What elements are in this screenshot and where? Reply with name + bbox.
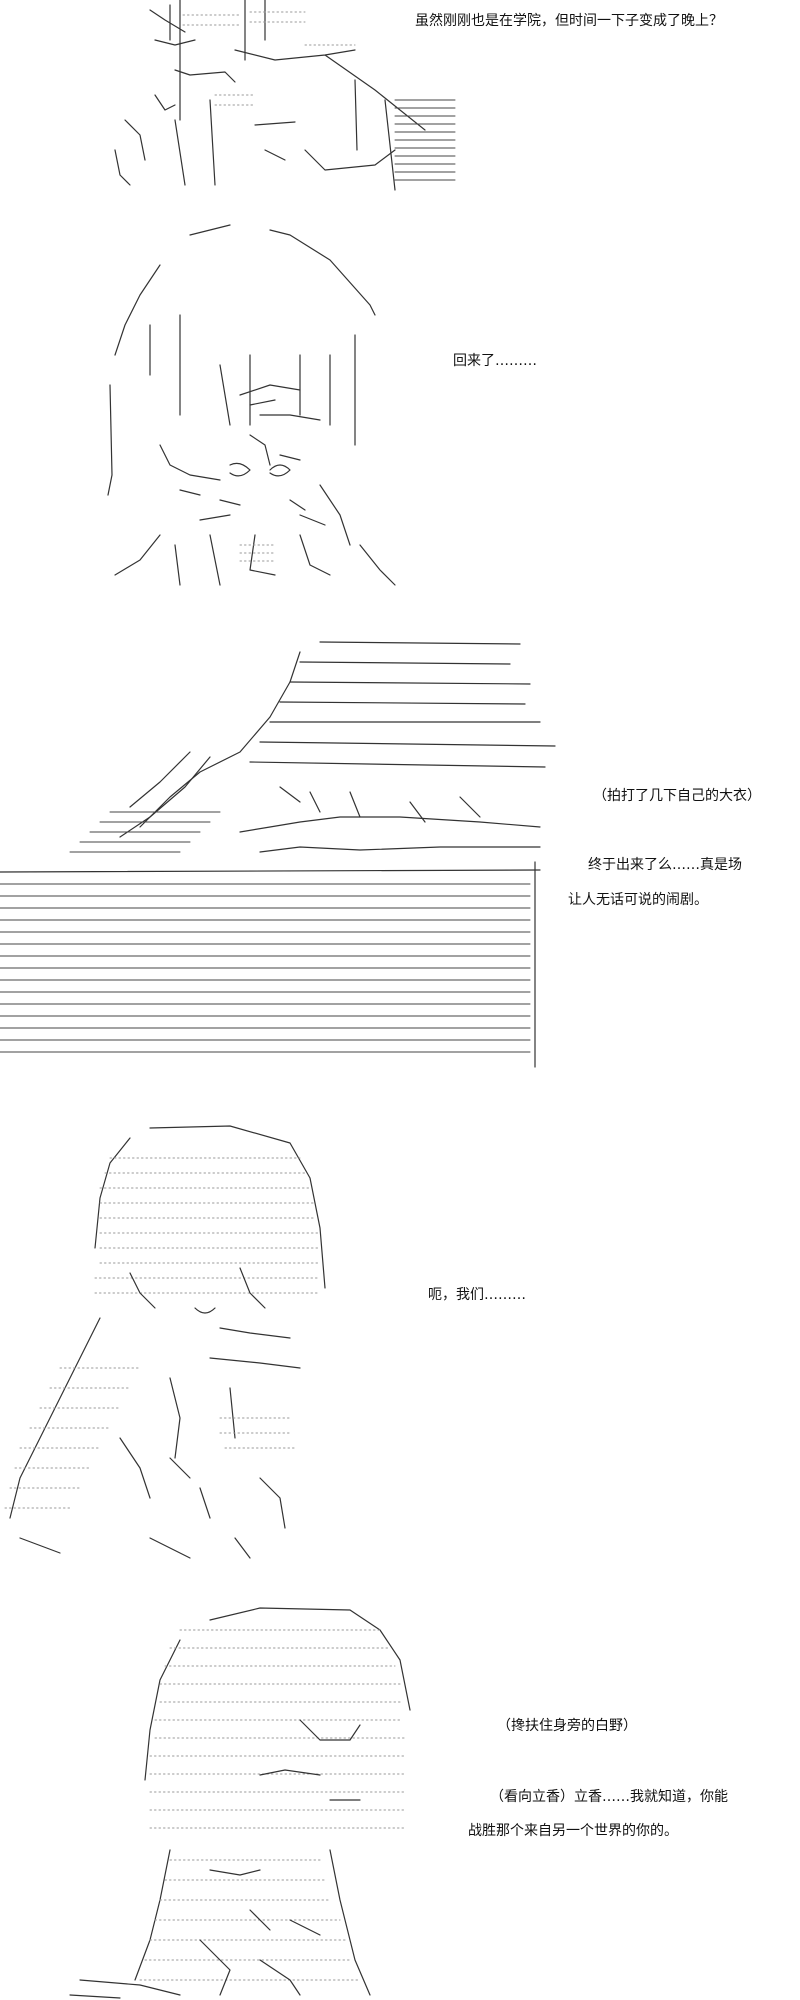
panel-3-caption-line-3: 让人无话可说的闹剧。: [568, 892, 708, 908]
panel-3-ascii-art: [0, 622, 560, 1077]
panel-4-ascii-art: [0, 1118, 340, 1563]
panel-1-caption-line-1: 虽然刚刚也是在学院，但时间一下子变成了晚上？: [415, 13, 723, 29]
panel-3-caption-line-1: （拍打了几下自己的大衣）: [593, 788, 761, 804]
panel-4-caption-line-1: 呃，我们………: [428, 1287, 526, 1303]
panel-4: 呃，我们………: [0, 1118, 800, 1563]
panel-5-caption-line-2: （看向立香）立香……我就知道，你能: [490, 1789, 728, 1805]
panel-5-ascii-art: [60, 1600, 420, 2000]
panel-5-caption-line-1: （搀扶住身旁的白野）: [497, 1718, 637, 1734]
panel-2: 回来了………: [0, 215, 800, 590]
panel-5: （搀扶住身旁的白野） （看向立香）立香……我就知道，你能 战胜那个来自另一个世界…: [0, 1600, 800, 2000]
panel-3: （拍打了几下自己的大衣） 终于出来了么……真是场 让人无话可说的闹剧。: [0, 622, 800, 1077]
panel-1-ascii-art: [95, 0, 465, 195]
panel-5-caption-line-3: 战胜那个来自另一个世界的你的。: [468, 1823, 678, 1839]
panel-2-ascii-art: [100, 215, 420, 590]
panel-2-caption-line-1: 回来了………: [453, 353, 537, 369]
panel-3-caption-line-2: 终于出来了么……真是场: [588, 857, 742, 873]
panel-1: 虽然刚刚也是在学院，但时间一下子变成了晚上？: [0, 0, 800, 200]
